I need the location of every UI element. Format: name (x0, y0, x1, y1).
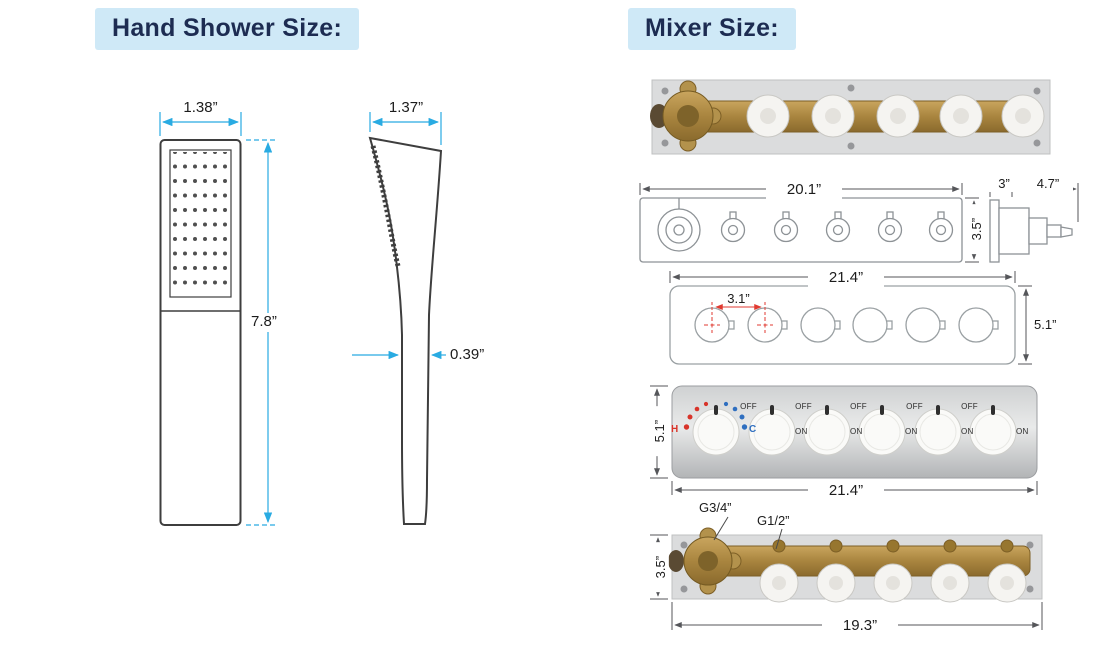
hand-shower-side-dimension-lines (352, 112, 446, 360)
mixer-handle-spacing-label: 3.1” (727, 291, 750, 306)
knob3-on-label: ON (850, 427, 863, 436)
mixer-faceplate-width-label: 21.4” (808, 269, 884, 288)
mixer-side-depth-total-label: 4.7” (1023, 176, 1073, 193)
cold-indicator-dots (723, 401, 748, 430)
hand-shower-side-view (368, 136, 443, 525)
mixer-bottom-height-label: 3.5” (652, 542, 670, 593)
knob4-off-label: OFF (850, 402, 867, 411)
mixer-render-width-label: 21.4” (808, 482, 884, 501)
mixer-valve-top-render (650, 79, 1051, 155)
mixer-render-height-label: 5.1” (651, 406, 669, 457)
knob2-on-label: ON (795, 427, 808, 436)
knob5-on-label: ON (961, 427, 974, 436)
knob6-on-label: ON (1016, 427, 1029, 436)
hand-shower-height-label: 7.8” (248, 313, 280, 332)
mixer-rough-in-width-label: 20.1” (766, 181, 842, 200)
knob4-on-label: ON (905, 427, 918, 436)
knob6-off-label: OFF (961, 402, 978, 411)
mixer-side-depth-plate-label: 3” (985, 176, 1023, 193)
mixer-rough-in-height-label: 3.5” (968, 204, 986, 255)
hand-shower-section-title: Hand Shower Size: (95, 8, 360, 50)
hand-shower-side-width-label: 1.37” (388, 99, 424, 116)
mixer-valve-bottom-render (668, 516, 1043, 603)
hand-shower-front-view (159, 139, 242, 526)
outlet-thread-label: G1/2” (757, 513, 790, 528)
mixer-bottom-width-label: 19.3” (822, 617, 898, 636)
hand-shower-thickness-label: 0.39” (450, 346, 485, 363)
mixer-handle-spacing-dimension (704, 302, 773, 333)
hot-water-label: H (671, 424, 679, 435)
knob3-off-label: OFF (795, 402, 812, 411)
knob5-off-label: OFF (906, 402, 923, 411)
hot-indicator-dots (683, 401, 709, 430)
inlet-thread-label: G3/4” (699, 500, 732, 515)
cold-water-label: C (749, 424, 757, 435)
hand-shower-front-dimension-lines (159, 112, 278, 526)
mixer-faceplate-height-label: 5.1” (1031, 317, 1060, 334)
mixer-section-title: Mixer Size: (628, 8, 796, 50)
mixer-faceplate-render (671, 385, 1038, 479)
mixer-rough-in-drawing (639, 197, 1073, 263)
hand-shower-front-width-label: 1.38” (183, 99, 218, 116)
knob2-off-label: OFF (740, 402, 757, 411)
